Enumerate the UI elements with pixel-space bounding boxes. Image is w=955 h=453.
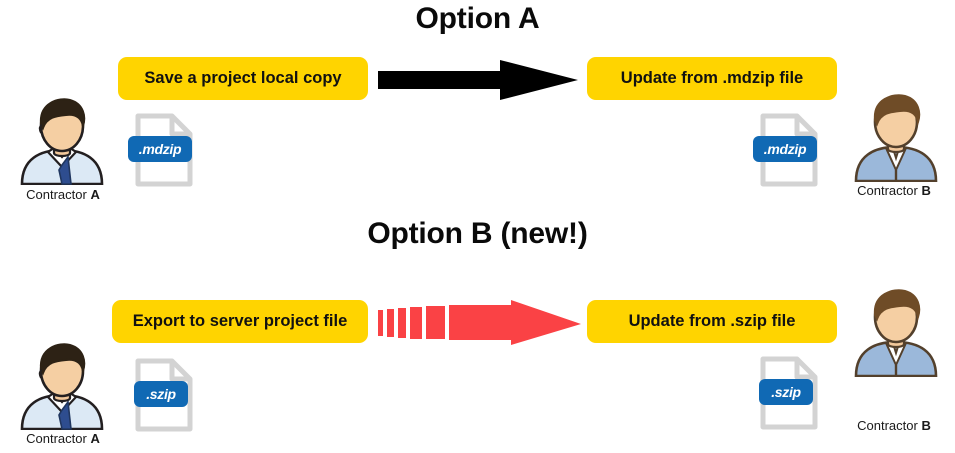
arrow-dash-segment [398, 308, 406, 338]
option-a-left-action-box[interactable]: Save a project local copy [118, 57, 368, 100]
arrow-option-a [378, 60, 578, 100]
option-b-left-action-box[interactable]: Export to server project file [112, 300, 368, 343]
file-badge-mdzip-left: .mdzip [128, 136, 192, 162]
file-badge-szip-right: .szip [759, 379, 813, 405]
option-a-left-action-label: Save a project local copy [144, 69, 342, 87]
label-contractor-a-top-suffix: A [90, 187, 100, 202]
arrow-dash-segment [449, 305, 481, 340]
label-contractor-b-top: Contractor B [833, 183, 955, 198]
file-badge-mdzip-left-label: .mdzip [138, 141, 182, 157]
avatar-contractor-b-bottom [848, 285, 944, 378]
option-b-right-action-label: Update from .szip file [628, 312, 796, 330]
option-a-right-action-box[interactable]: Update from .mdzip file [587, 57, 837, 100]
option-b-title: Option B (new!) [367, 217, 588, 250]
option-b-left-action-label: Export to server project file [132, 312, 348, 330]
label-contractor-a-top-prefix: Contractor [26, 187, 91, 202]
file-badge-mdzip-right-label: .mdzip [763, 141, 807, 157]
option-a-right-action-label: Update from .mdzip file [620, 69, 804, 87]
label-contractor-a-top: Contractor A [0, 187, 126, 202]
arrow-dash-segment [387, 309, 394, 337]
file-badge-szip-right-label: .szip [771, 384, 801, 400]
label-contractor-b-top-suffix: B [921, 183, 931, 198]
label-contractor-b-bottom-suffix: B [921, 418, 931, 433]
arrow-dash-segment [378, 310, 383, 336]
label-contractor-b-bottom: Contractor B [833, 418, 955, 433]
avatar-contractor-b-top [848, 90, 944, 183]
file-badge-mdzip-right: .mdzip [753, 136, 817, 162]
option-b-right-action-box[interactable]: Update from .szip file [587, 300, 837, 343]
label-contractor-a-bottom-prefix: Contractor [26, 431, 91, 446]
label-contractor-a-bottom: Contractor A [0, 431, 126, 446]
label-contractor-b-top-prefix: Contractor [857, 183, 922, 198]
option-a-title: Option A [415, 2, 540, 35]
label-contractor-a-bottom-suffix: A [90, 431, 100, 446]
file-badge-szip-left-label: .szip [146, 386, 176, 402]
file-badge-szip-left: .szip [134, 381, 188, 407]
avatar-contractor-a-bottom [14, 340, 110, 431]
avatar-contractor-a-top [14, 95, 110, 186]
arrow-option-b [378, 300, 583, 350]
arrow-dash-segment [426, 306, 445, 339]
label-contractor-b-bottom-prefix: Contractor [857, 418, 922, 433]
arrow-dash-segment [410, 307, 422, 339]
